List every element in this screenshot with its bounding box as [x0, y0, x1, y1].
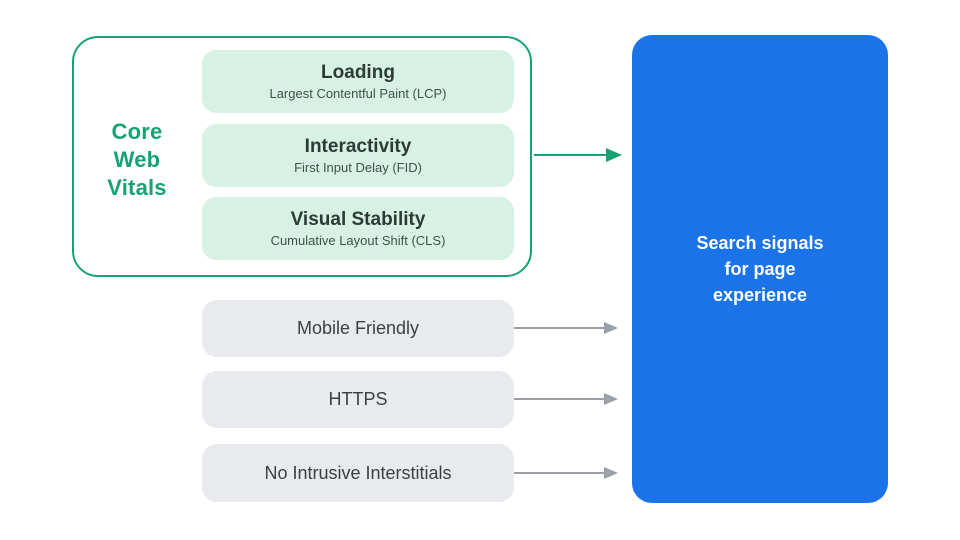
- arrow-mobile-friendly-head-icon: [604, 322, 618, 334]
- vital-box-interactivity: Interactivity First Input Delay (FID): [202, 124, 514, 187]
- vital-title: Loading: [321, 62, 395, 83]
- arrow-no-intrusive-interstitials: [514, 472, 606, 474]
- signal-box-https: HTTPS: [202, 371, 514, 428]
- vital-title: Interactivity: [304, 136, 412, 157]
- vital-subtitle: First Input Delay (FID): [294, 160, 422, 175]
- core-web-vitals-label: Core Web Vitals: [72, 118, 202, 202]
- search-signals-result-box: Search signals for page experience: [632, 35, 888, 503]
- signal-label: No Intrusive Interstitials: [264, 462, 452, 483]
- core-web-vitals-label-line: Vitals: [107, 175, 167, 200]
- signal-label: Mobile Friendly: [296, 318, 420, 338]
- signal-box-no-intrusive-interstitials: No Intrusive Interstitials: [202, 444, 514, 502]
- result-box-line: experience: [712, 285, 808, 305]
- vital-box-visual-stability: Visual Stability Cumulative Layout Shift…: [202, 197, 514, 260]
- vital-title: Visual Stability: [290, 209, 426, 230]
- arrow-mobile-friendly: [514, 327, 606, 329]
- signal-label: HTTPS: [328, 389, 388, 409]
- vital-subtitle: Cumulative Layout Shift (CLS): [270, 233, 446, 248]
- arrow-https: [514, 398, 606, 400]
- arrow-core-web-vitals-head-icon: [606, 148, 622, 162]
- core-web-vitals-label-line: Web: [113, 147, 161, 172]
- signal-box-mobile-friendly: Mobile Friendly: [202, 300, 514, 357]
- vital-box-loading: Loading Largest Contentful Paint (LCP): [202, 50, 514, 113]
- result-box-line: for page: [724, 259, 796, 279]
- arrow-https-head-icon: [604, 393, 618, 405]
- arrow-core-web-vitals: [534, 154, 608, 156]
- core-web-vitals-label-line: Core: [111, 119, 163, 144]
- result-box-line: Search signals: [696, 233, 824, 253]
- vital-subtitle: Largest Contentful Paint (LCP): [269, 86, 447, 101]
- arrow-no-intrusive-interstitials-head-icon: [604, 467, 618, 479]
